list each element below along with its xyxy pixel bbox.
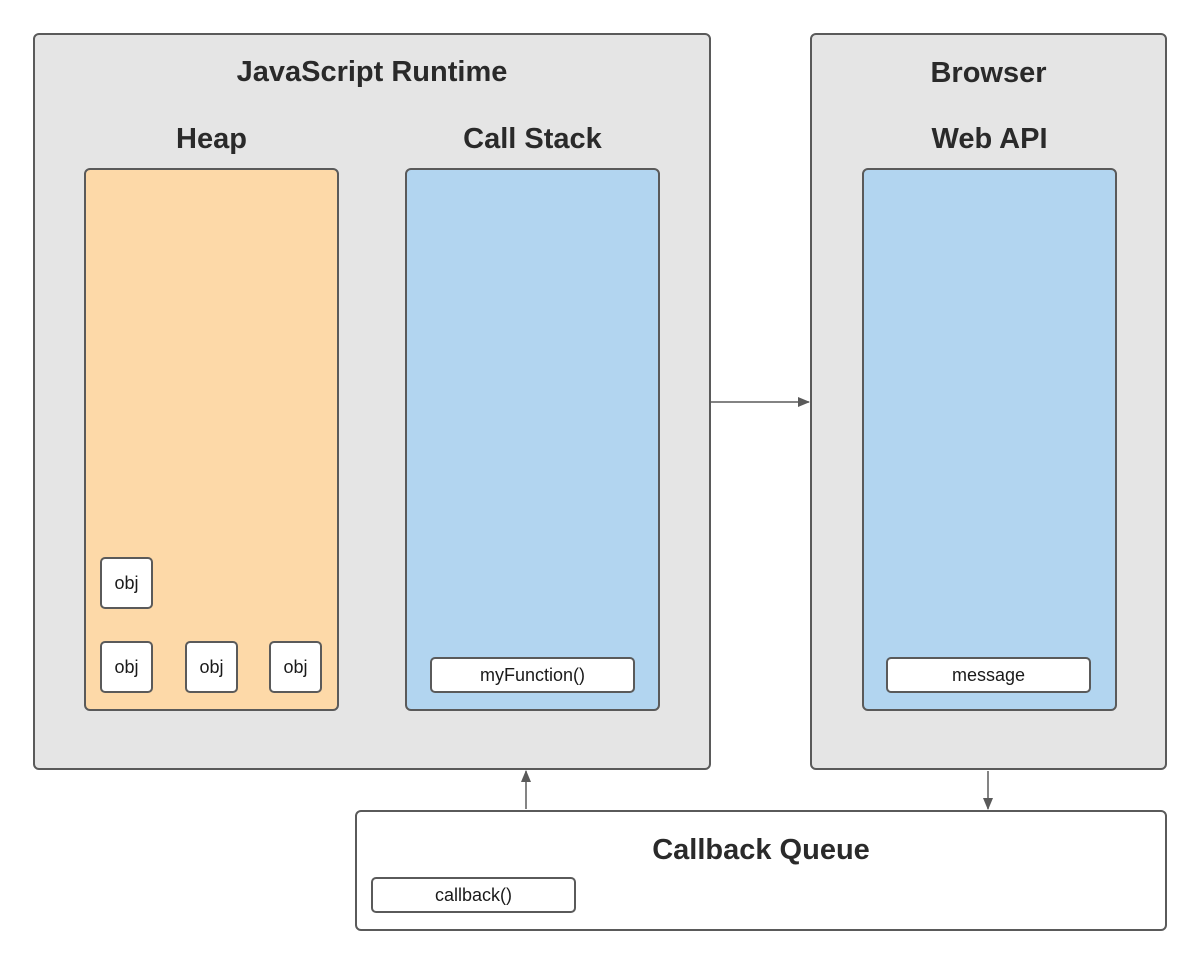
heap-label: Heap [176,123,247,155]
call-stack-label: Call Stack [463,123,602,155]
heap-object: obj [269,641,322,693]
heap-area [84,168,339,711]
heap-object: obj [100,641,153,693]
browser-title: Browser [930,57,1047,89]
web-api-area [862,168,1117,711]
callback-queue-item: callback() [371,877,576,913]
heap-object: obj [185,641,238,693]
web-api-item: message [886,657,1091,693]
heap-object: obj [100,557,153,609]
web-api-label: Web API [931,123,1048,155]
callback-queue-title: Callback Queue [652,834,870,866]
call-stack-frame: myFunction() [430,657,635,693]
call-stack-area [405,168,660,711]
javascript-runtime-title: JavaScript Runtime [236,56,508,88]
